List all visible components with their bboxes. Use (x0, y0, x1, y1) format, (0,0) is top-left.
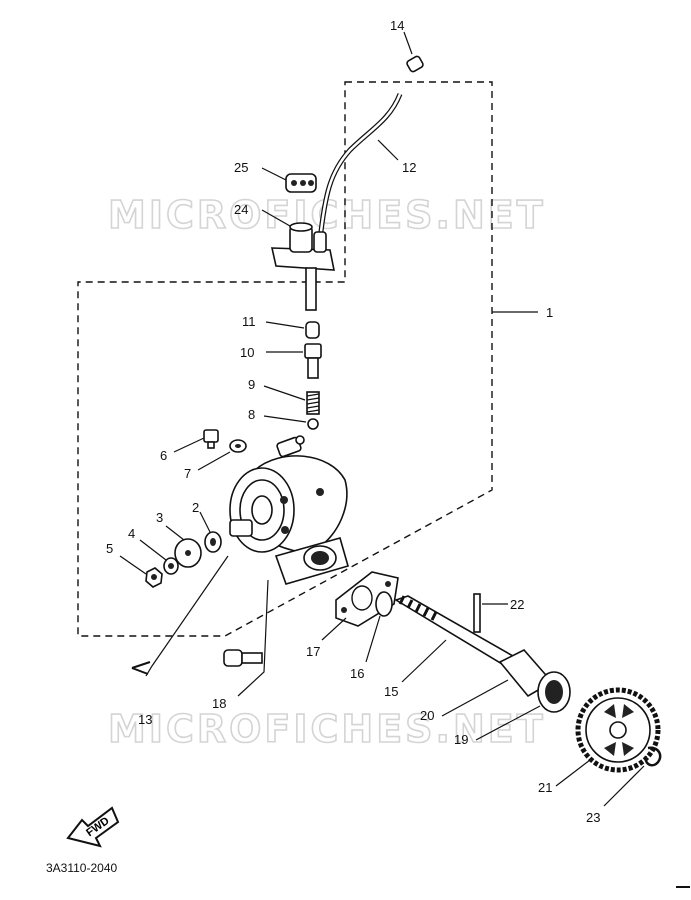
callout-10: 10 (240, 345, 254, 360)
part-8-ball (307, 418, 319, 430)
callout-2: 2 (192, 500, 199, 515)
part-25-clip (285, 173, 317, 193)
callout-23: 23 (586, 810, 600, 825)
part-11-seal (305, 321, 320, 339)
oil-pump-body (229, 435, 349, 585)
callout-18: 18 (212, 696, 226, 711)
fwd-arrow-icon: FWD (66, 806, 120, 848)
callout-11: 11 (242, 314, 256, 329)
callout-17: 17 (306, 644, 320, 659)
part-22-pin (473, 593, 481, 633)
part-6-bolt (203, 429, 219, 449)
part-5-nut (145, 567, 163, 588)
part-16-oring (375, 591, 393, 617)
watermark-bottom: MICROFICHES.NET (108, 707, 546, 751)
drawing-code: 3A3110-2040 (46, 861, 118, 875)
part-21-gear (575, 687, 661, 773)
callout-9: 9 (248, 377, 255, 392)
callout-4: 4 (128, 526, 135, 541)
pipe-stub (305, 267, 317, 311)
callout-8: 8 (248, 407, 255, 422)
callout-20: 20 (420, 708, 434, 723)
callout-22: 22 (510, 597, 524, 612)
callout-24: 24 (234, 202, 248, 217)
part-9-spring (306, 391, 320, 415)
callout-16: 16 (350, 666, 364, 681)
part-15-shaft (394, 595, 522, 672)
callout-21: 21 (538, 780, 552, 795)
callout-15: 15 (384, 684, 398, 699)
callout-6: 6 (160, 448, 167, 463)
callout-5: 5 (106, 541, 113, 556)
callout-19: 19 (454, 732, 468, 747)
callout-13: 13 (138, 712, 152, 727)
callout-12: 12 (402, 160, 416, 175)
part-17-gasket (335, 571, 399, 627)
part-19-bearing (537, 671, 571, 713)
part-23-circlip (644, 746, 662, 767)
callout-1: 1 (546, 305, 553, 320)
leader-lines (119, 31, 645, 807)
part-2-washer (204, 531, 222, 553)
part-7-washer (229, 439, 247, 453)
part-14-cap (406, 55, 424, 73)
callout-7: 7 (184, 466, 191, 481)
callout-25: 25 (234, 160, 248, 175)
part-3-plate (174, 538, 202, 568)
callout-3: 3 (156, 510, 163, 525)
part-13-pin (131, 661, 151, 675)
edge-mark (676, 886, 690, 888)
callout-14: 14 (390, 18, 404, 33)
part-4-washer (163, 557, 179, 575)
part-18-bolt (223, 649, 263, 667)
part-24-holder (270, 222, 335, 271)
part-10-bolt (304, 343, 322, 379)
